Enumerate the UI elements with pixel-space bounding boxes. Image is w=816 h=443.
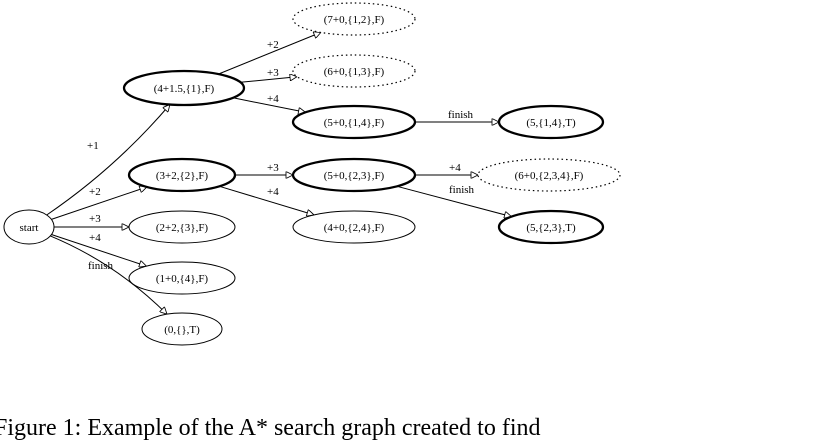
node-label-n3: (2+2,{3},F) <box>156 222 209 234</box>
edge-n2-n24 <box>219 185 314 215</box>
node-label-n5: (0,{},T) <box>164 324 200 336</box>
node-ellipse-n13 <box>292 54 416 88</box>
node-n13: (6+0,{1,3},F) <box>292 54 416 88</box>
node-ellipse-start <box>3 209 55 245</box>
node-n14T: (5,{1,4},T) <box>497 104 605 140</box>
edge-label-start-n5: finish <box>88 260 114 272</box>
node-n23T: (5,{2,3},T) <box>497 209 605 245</box>
node-label-n4: (1+0,{4},F) <box>156 273 209 285</box>
edge-label-start-n4: +4 <box>89 232 101 244</box>
node-label-n234: (6+0,{2,3,4},F) <box>515 170 584 182</box>
node-label-n1: (4+1.5,{1},F) <box>154 83 215 95</box>
node-label-n2: (3+2,{2},F) <box>156 170 209 182</box>
node-ellipse-n24 <box>292 210 416 244</box>
edge-label-start-n1: +1 <box>87 140 99 152</box>
node-ellipse-n14T <box>497 104 605 140</box>
node-n4: (1+0,{4},F) <box>128 261 236 295</box>
edge-label-n23-n234: +4 <box>449 162 461 174</box>
node-n14: (5+0,{1,4},F) <box>291 104 417 140</box>
edge-label-n23-n23T: finish <box>449 184 475 196</box>
node-label-n23: (5+0,{2,3},F) <box>324 170 385 182</box>
node-ellipse-n1 <box>122 69 246 107</box>
node-n5: (0,{},T) <box>141 312 223 346</box>
search-graph: +1 +2 +3 +4 finish +2 +3 +4 +3 +4 finish +4 finish s… <box>3 2 621 346</box>
edge-label-n1-n12: +2 <box>267 39 279 51</box>
edge-label-n2-n23: +3 <box>267 162 279 174</box>
edge-n23-n23T <box>396 185 512 216</box>
nodes-layer: start (4+1.5,{1},F) (3+2,{2},F) (2+2,{3},F)… <box>3 2 621 346</box>
node-ellipse-n23 <box>291 157 417 193</box>
edge-n1-n14 <box>232 97 306 113</box>
figure-caption: Figure 1: Example of the A* search graph… <box>0 415 541 441</box>
edge-label-start-n3: +3 <box>89 213 101 225</box>
node-n23: (5+0,{2,3},F) <box>291 157 417 193</box>
node-ellipse-n4 <box>128 261 236 295</box>
node-ellipse-n3 <box>128 210 236 244</box>
node-ellipse-n5 <box>141 312 223 346</box>
node-n1: (4+1.5,{1},F) <box>122 69 246 107</box>
node-ellipse-n14 <box>291 104 417 140</box>
edge-start-n4 <box>51 234 146 267</box>
edges-layer: +1 +2 +3 +4 finish +2 +3 +4 +3 +4 finish +4 finish <box>46 32 512 314</box>
edge-label-start-n2: +2 <box>89 186 101 198</box>
node-n24: (4+0,{2,4},F) <box>292 210 416 244</box>
node-n234: (6+0,{2,3,4},F) <box>477 158 621 192</box>
node-ellipse-n2 <box>127 157 237 193</box>
node-start: start <box>3 209 55 245</box>
node-ellipse-n23T <box>497 209 605 245</box>
edge-label-n2-n24: +4 <box>267 186 279 198</box>
edge-label-n1-n13: +3 <box>267 67 279 79</box>
node-label-n14T: (5,{1,4},T) <box>526 117 576 129</box>
node-ellipse-n234 <box>477 158 621 192</box>
node-label-n13: (6+0,{1,3},F) <box>324 66 385 78</box>
edge-start-n1 <box>46 105 170 216</box>
node-ellipse-n12 <box>292 2 416 36</box>
edge-start-n2 <box>51 187 146 220</box>
edge-n1-n12 <box>218 32 321 75</box>
node-label-n12: (7+0,{1,2},F) <box>324 14 385 26</box>
node-label-n24: (4+0,{2,4},F) <box>324 222 385 234</box>
node-n2: (3+2,{2},F) <box>127 157 237 193</box>
edge-label-n1-n14: +4 <box>267 93 279 105</box>
node-label-n23T: (5,{2,3},T) <box>526 222 576 234</box>
node-label-n14: (5+0,{1,4},F) <box>324 117 385 129</box>
node-n12: (7+0,{1,2},F) <box>292 2 416 36</box>
edge-n1-n13 <box>240 77 297 83</box>
node-label-start: start <box>20 222 39 234</box>
edge-start-n5 <box>50 235 167 314</box>
node-n3: (2+2,{3},F) <box>128 210 236 244</box>
edge-label-n14-n14T: finish <box>448 109 474 121</box>
